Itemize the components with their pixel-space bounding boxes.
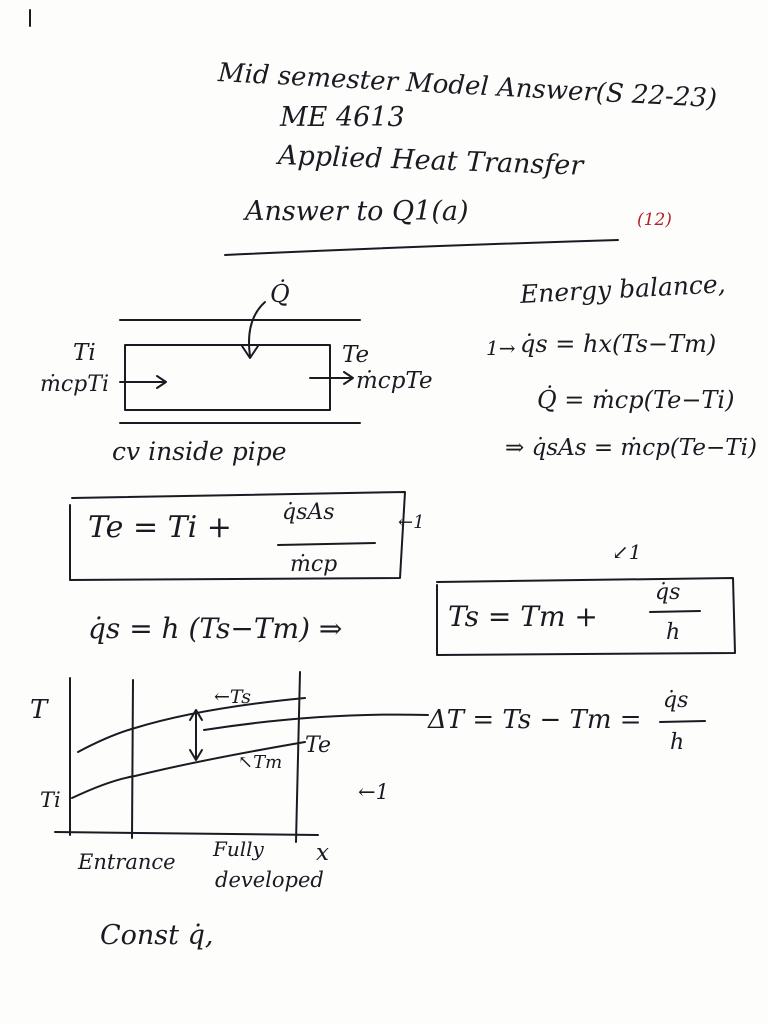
delta-t-numerator: q̇s <box>663 688 689 713</box>
constant-heat-flux-label: Const q̇, <box>100 920 214 951</box>
course-code: ME 4613 <box>280 102 405 133</box>
entrance-boundary-line <box>131 679 134 839</box>
ts-equation-denominator: h <box>666 620 681 645</box>
exit-temp-label: Te <box>305 733 331 758</box>
x-axis <box>54 831 319 836</box>
inlet-temp-axis-label: Ti <box>40 788 61 812</box>
heat-rate-equation: Q̇ = ṁcp(Te−Ti) <box>537 386 735 414</box>
outlet-flow-arrow <box>309 371 354 385</box>
delta-t-fraction-bar <box>659 720 706 723</box>
answer-title: Answer to Q1(a) <box>245 196 469 227</box>
mean-temperature-curve <box>71 741 306 799</box>
x-axis-label: x <box>316 840 329 866</box>
te-equation-numerator: q̇sAs <box>282 500 335 525</box>
delta-t-arrow <box>189 709 203 761</box>
outlet-flow-label: ṁcpTe <box>356 368 433 394</box>
heat-rate-label: Q̇ <box>270 280 290 308</box>
surface-temp-curve-label: ←Ts <box>214 686 251 708</box>
ts-equation-mark: ↙1 <box>612 540 642 564</box>
te-equation-mark: ←1 <box>398 512 425 533</box>
ts-fraction-bar <box>649 610 701 613</box>
te-fraction-bar <box>277 542 376 546</box>
inlet-temp-label: Ti <box>73 340 96 366</box>
developed-boundary-line <box>295 671 301 843</box>
qs-equation: q̇s = h (Ts−Tm) ⇒ <box>88 612 343 645</box>
inlet-flow-arrow <box>119 375 167 389</box>
entrance-region-label: Entrance <box>78 850 176 874</box>
control-volume-box <box>124 344 331 411</box>
outlet-temp-label: Te <box>342 342 370 368</box>
surface-temperature-curve <box>77 697 306 753</box>
heat-arrow-head <box>241 345 259 359</box>
local-heat-flux-equation: q̇s = hx(Ts−Tm) <box>520 330 717 358</box>
fully-developed-label: Fully <box>213 837 264 861</box>
mean-temp-curve-label: ↖Tm <box>238 752 283 773</box>
te-equation-box <box>69 491 406 581</box>
heat-input-arrow <box>248 301 266 357</box>
equation-mark: 1→ <box>486 336 516 360</box>
combined-equation: ⇒ q̇sAs = ṁcp(Te−Ti) <box>505 435 757 461</box>
te-equation-denominator: ṁcp <box>290 552 338 577</box>
te-equation-lhs: Te = Ti + <box>88 510 232 545</box>
extension-line <box>203 713 429 731</box>
inlet-flow-label: ṁcpTi <box>40 372 109 397</box>
marks-badge: (12) <box>637 210 672 230</box>
fully-developed-label-2: developed <box>215 868 324 892</box>
ts-equation-lhs: Ts = Tm + <box>448 600 598 633</box>
ts-equation-box <box>436 577 736 656</box>
temperature-difference-equation: ΔT = Ts − Tm = <box>428 705 642 735</box>
cv-caption: cv inside pipe <box>112 437 287 466</box>
delta-t-denominator: h <box>670 730 685 755</box>
sketch-mark: ←1 <box>358 780 389 804</box>
temperature-axis-label: T <box>30 695 48 725</box>
header-underline <box>224 239 619 256</box>
ts-equation-numerator: q̇s <box>655 580 681 605</box>
